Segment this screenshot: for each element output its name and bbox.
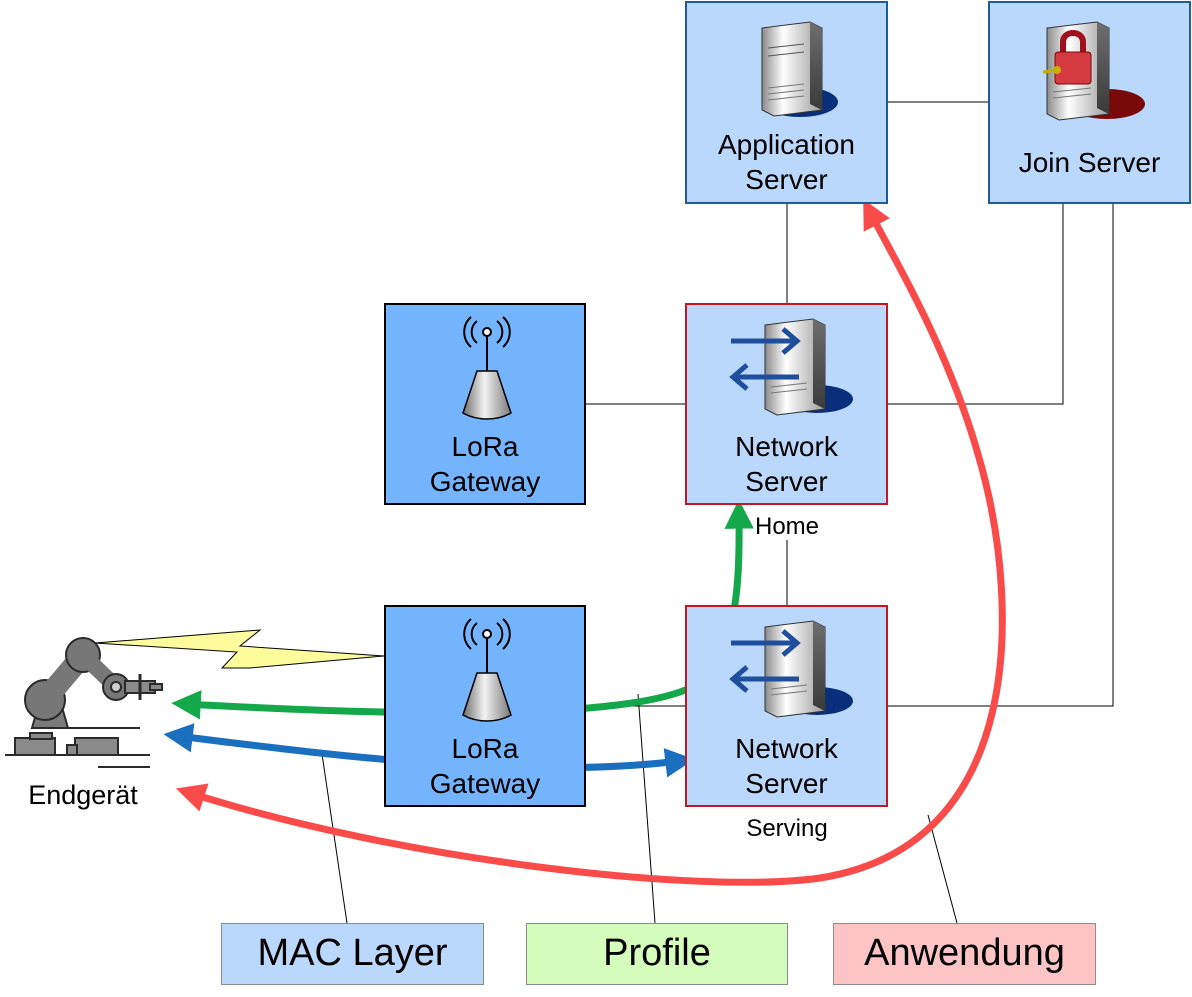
network-server-icon [729,620,853,718]
legend-profile: Profile [526,923,788,985]
robot-arm-icon [5,637,163,768]
join-server-node[interactable]: Join Server [988,1,1191,204]
lora-gateway-bottom-node[interactable]: LoRa Gateway [384,605,586,807]
network-server-icon [729,318,853,416]
end-device-label: Endgerät [28,780,138,810]
link-nshome-joinserver [888,204,1064,405]
legend-anwendung: Anwendung [833,923,1096,985]
lightning-bolt-icon [94,629,385,669]
legend-mac-layer: MAC Layer [221,923,484,985]
lora-gateway-top-node[interactable]: LoRa Gateway [384,303,586,505]
network-server-serving-node[interactable]: Network Server [685,605,888,807]
lora-gateway-bottom-label: LoRa Gateway [429,733,541,799]
locked-server-icon [1042,21,1145,121]
join-server-label: Join Server [1018,147,1161,178]
application-server-node[interactable]: Application Server [685,1,888,204]
network-server-serving-role: Serving [746,815,828,842]
legend-pointer-profile [637,693,656,924]
server-icon [761,21,838,117]
network-server-home-node[interactable]: Network Server [685,303,888,505]
network-server-home-role: Home [754,513,820,540]
link-nsserving-joinserver [888,204,1114,707]
application-server-label: Application Server [718,129,855,195]
network-server-home-label: Network Server [735,431,838,497]
antenna-icon [462,618,512,722]
antenna-icon [462,316,512,420]
network-server-serving-label: Network Server [735,733,838,799]
legend-pointer-mac [321,753,348,924]
legend-pointer-anwendung [927,814,958,924]
anwendung-arrow [175,198,1006,886]
lora-gateway-top-label: LoRa Gateway [429,431,541,497]
